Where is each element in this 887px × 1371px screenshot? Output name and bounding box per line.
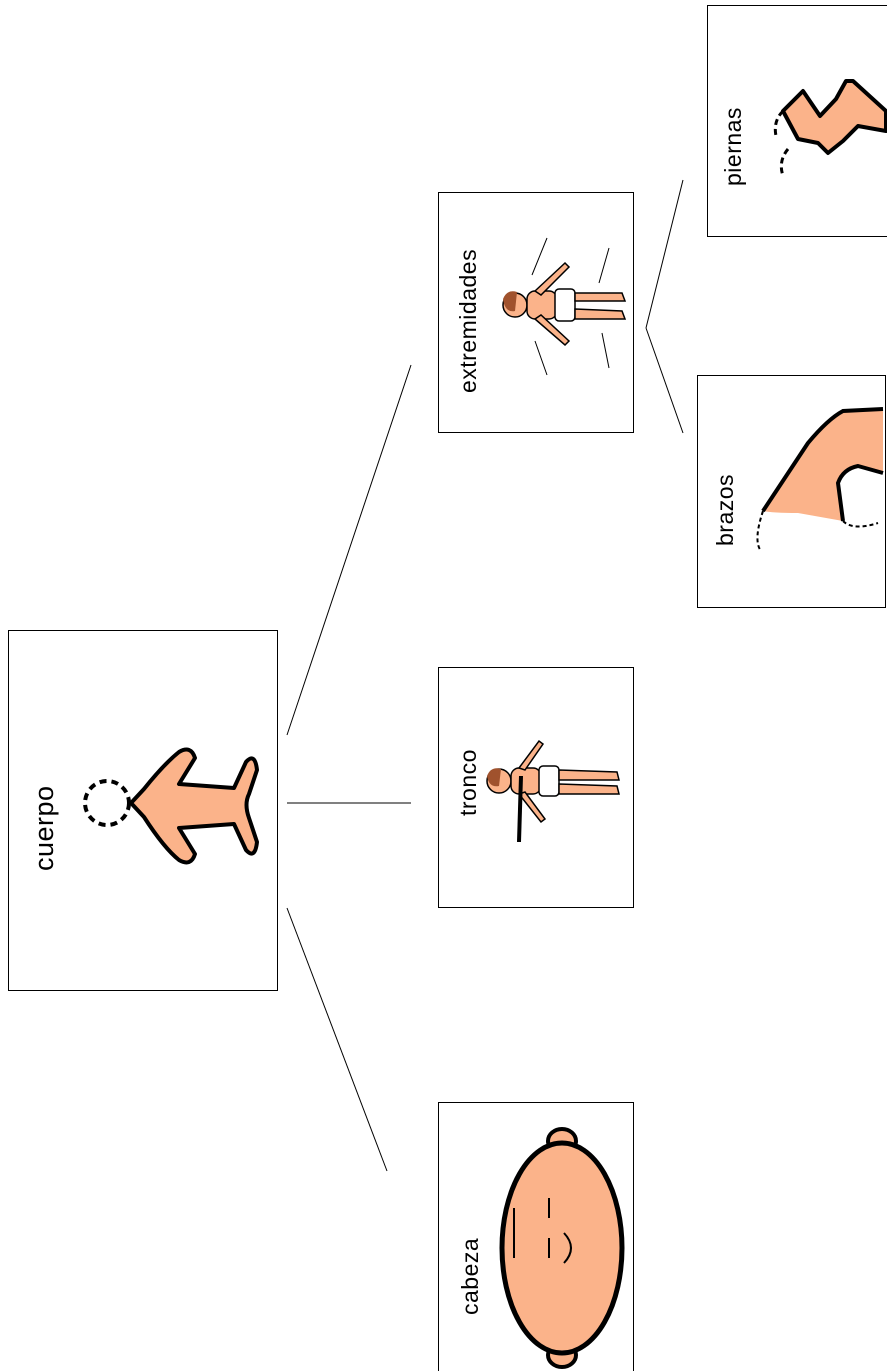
connector-cuerpo-cabeza	[286, 907, 388, 1172]
torso-boy-icon	[486, 739, 620, 843]
leg-icon	[773, 79, 887, 177]
node-extremidades: extremidades	[438, 192, 634, 433]
node-brazos: brazos	[697, 375, 886, 608]
node-label: extremidades	[455, 248, 481, 393]
body-outline-icon	[83, 747, 259, 865]
head-icon	[499, 1127, 625, 1369]
node-label: brazos	[712, 473, 738, 546]
node-tronco: tronco	[438, 667, 634, 908]
node-piernas: piernas	[707, 5, 887, 237]
connector-cuerpo-extremidades	[286, 364, 412, 736]
limbs-boy-icon	[502, 237, 627, 376]
node-cuerpo: cuerpo	[8, 630, 278, 991]
connector-extremidades-piernas	[645, 179, 684, 329]
node-label: cabeza	[457, 1237, 483, 1315]
arm-icon	[756, 407, 884, 552]
node-label: piernas	[720, 107, 746, 186]
node-cabeza: cabeza	[438, 1102, 634, 1371]
node-label: cuerpo	[29, 785, 59, 871]
node-label: tronco	[455, 749, 481, 816]
connector-extremidades-brazos	[645, 327, 684, 434]
